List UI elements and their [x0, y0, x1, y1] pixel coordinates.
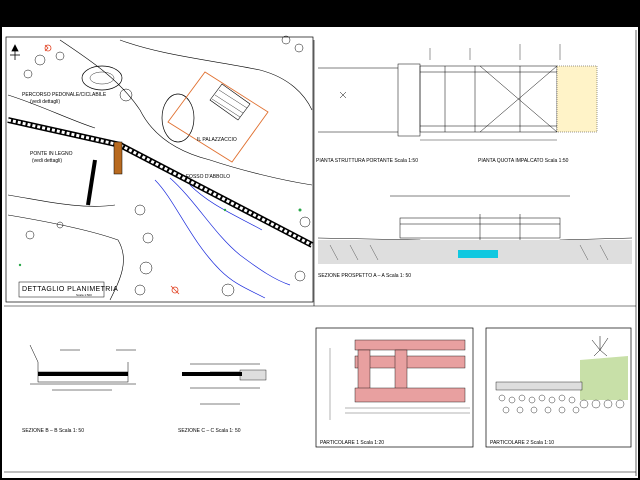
detail-1-caption: PARTICOLARE 1 Scala 1:20 [320, 440, 384, 446]
island [161, 93, 195, 143]
creek-label: FOSSO D'ABBOLO [186, 174, 230, 180]
bridge-label: PONTE IN LEGNO [30, 151, 73, 157]
site-plan: PERCORSO PEDONALE/CICLABILE (vedi dettag… [5, 35, 314, 303]
section-c-beam [239, 369, 267, 381]
section-b-deck [38, 372, 128, 376]
north-arrow-icon [10, 44, 20, 60]
structure-plan-caption: PIANTA STRUTTURA PORTANTE Scala 1:50 [316, 158, 418, 164]
pond-inner [89, 71, 115, 85]
elevation-view: SEZIONE PROSPETTO A – A Scala 1: 50 [317, 195, 633, 279]
pond [81, 65, 123, 91]
plan-title-box [18, 281, 105, 298]
section-c-caption: SEZIONE C – C Scala 1: 50 [178, 428, 241, 434]
plan-views: PIANTA STRUTTURA PORTANTE Scala 1:50 PIA… [316, 44, 598, 164]
section-b-caption: SEZIONE B – B Scala 1: 50 [22, 428, 84, 434]
creek [154, 177, 291, 299]
section-b: SEZIONE B – B Scala 1: 50 [22, 344, 136, 434]
deck-planks [556, 65, 598, 133]
detail-2-caption: PARTICOLARE 2 Scala 1:10 [490, 440, 554, 446]
sheet-dividers [4, 30, 637, 476]
gravel-layer [498, 394, 625, 414]
detail-2: PARTICOLARE 2 Scala 1:10 [485, 327, 632, 448]
plan-frame [5, 36, 314, 303]
detail-1-beam-top [354, 339, 466, 351]
detail-2-grass [580, 356, 628, 400]
wooden-bridge [113, 141, 123, 175]
detail-2-slab [495, 381, 583, 391]
elevation-caption: SEZIONE PROSPETTO A – A Scala 1: 50 [318, 273, 411, 279]
detail-1-frame [315, 327, 474, 448]
detail-1-post-right [394, 349, 408, 391]
path-label-note: (vedi dettagli) [30, 99, 60, 105]
green-markers [18, 208, 302, 267]
detail-1-beam-mid [354, 355, 466, 369]
detail-2-frame [485, 327, 632, 448]
water-channel [458, 250, 498, 258]
trees [23, 35, 311, 297]
terrain-lines [7, 39, 313, 301]
ground-hatch [329, 244, 609, 261]
path-label: PERCORSO PEDONALE/CICLABILE [22, 92, 107, 98]
building-lot [167, 71, 269, 163]
section-c-slab [182, 372, 242, 376]
detail-1: PARTICOLARE 1 Scala 1:20 [315, 327, 474, 448]
bridge-label-note: (vedi dettagli) [32, 158, 62, 164]
plan-title: DETTAGLIO PLANIMETRIA [22, 286, 118, 293]
building-label: IL PALAZZACCIO [197, 137, 237, 143]
building-hatch [211, 89, 248, 118]
red-markers [44, 44, 180, 295]
dimension-ticks [420, 44, 561, 141]
deck-plan-caption: PIANTA QUOTA IMPALCATO Scala 1:50 [478, 158, 569, 164]
detail-1-base [354, 387, 466, 403]
section-c: SEZIONE C – C Scala 1: 50 [178, 363, 267, 434]
plan-scale: Scala 1:500 [76, 293, 92, 297]
detail-1-post-left [357, 349, 371, 391]
plant-icon [591, 336, 609, 357]
